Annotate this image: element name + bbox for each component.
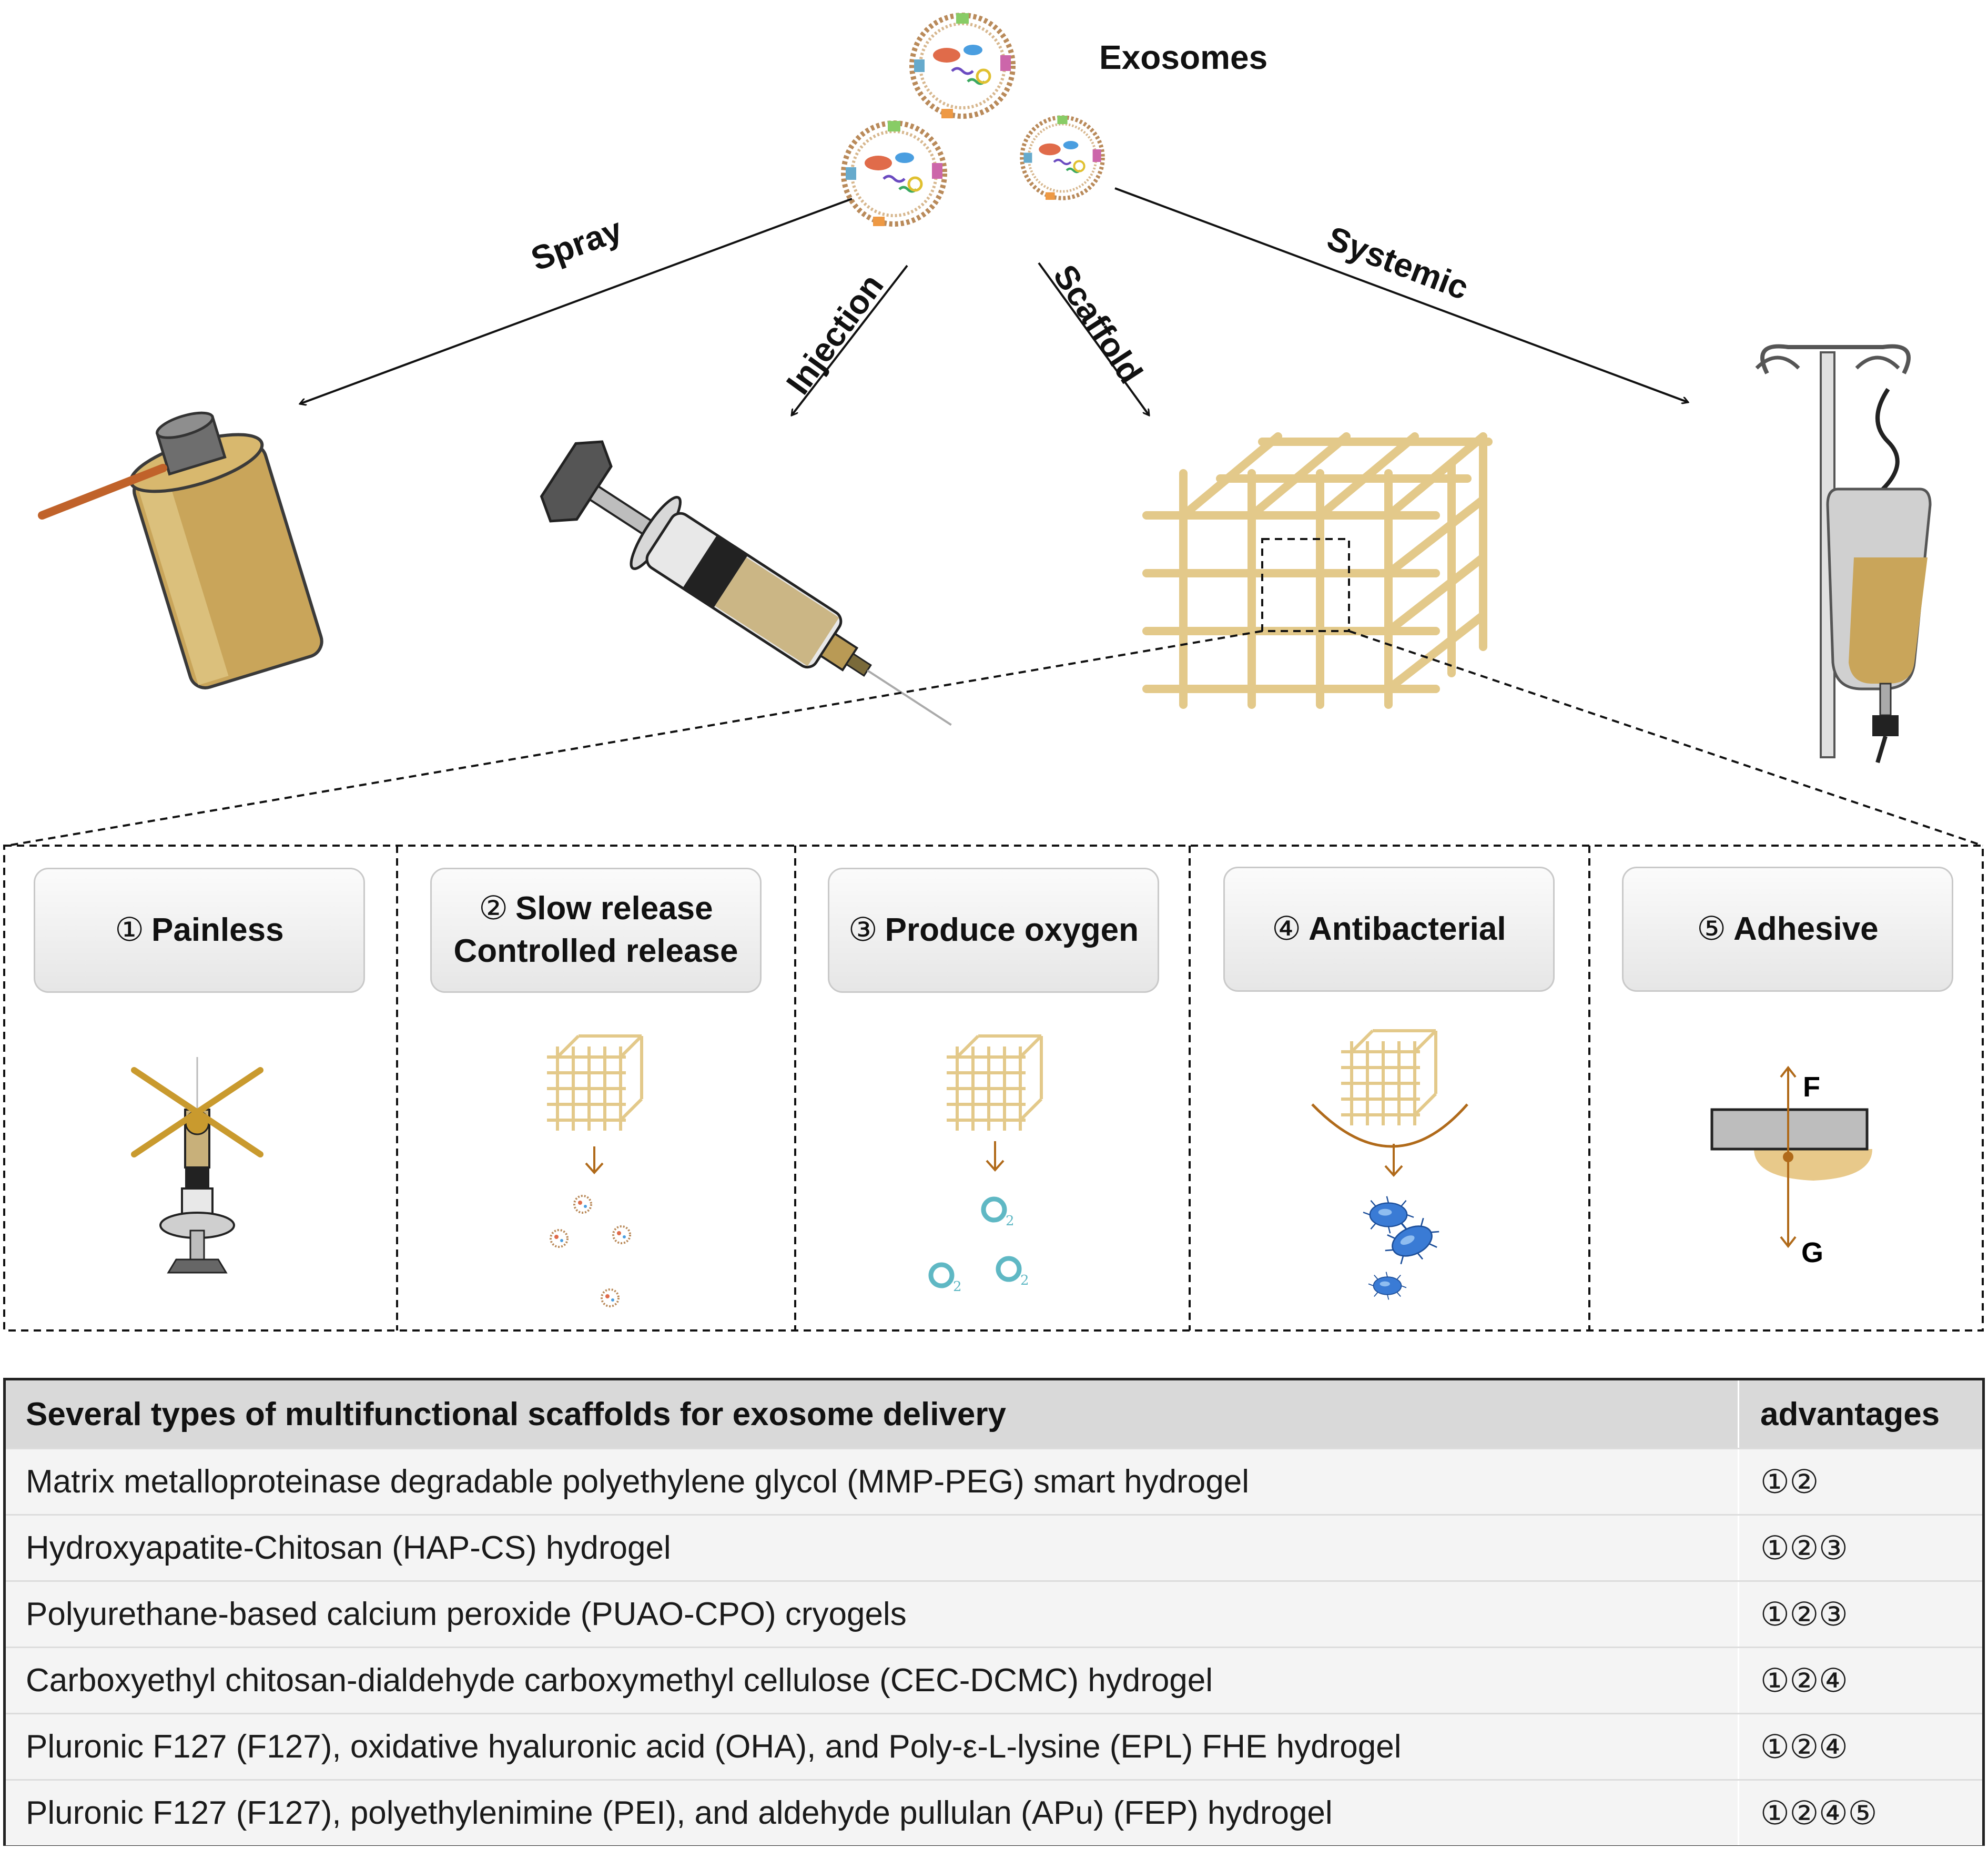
exosome-small-icon (550, 1229, 569, 1248)
exosome-small-icon (601, 1288, 620, 1307)
table-header-row: Several types of multifunctional scaffol… (6, 1380, 1982, 1448)
injection-arrow (792, 265, 908, 415)
table-header-advantages: advantages (1760, 1396, 1940, 1433)
table-cell-advantages: ①②④ (1760, 1729, 1848, 1765)
exosome-icon (1022, 116, 1103, 200)
table-cell-advantages: ①②④⑤ (1760, 1795, 1878, 1832)
scaffold-zoom-box (1261, 538, 1350, 632)
oxygen-subscript: 2 (953, 1279, 962, 1295)
advantage-number: ② (479, 890, 508, 927)
table-cell-advantages: ①②③ (1760, 1597, 1848, 1633)
table-cell-advantages: ①②③ (1760, 1530, 1848, 1567)
advantage-adhesive: ⑤ Adhesive (1622, 867, 1953, 992)
scaffold-small-icon (947, 1036, 1041, 1131)
table-cell-scaffold: Carboxyethyl chitosan-dialdehyde carboxy… (6, 1648, 1739, 1713)
adhesive-icon: F G (1710, 1065, 1872, 1268)
exosomes-title: Exosomes (1099, 38, 1268, 76)
table-row: Hydroxyapatite-Chitosan (HAP-CS) hydroge… (6, 1514, 1982, 1580)
down-arrow-icon (585, 1146, 604, 1175)
spray-arrow (300, 198, 853, 404)
oxygen-icon: 2 (981, 1196, 1015, 1229)
exosome-icon (844, 121, 945, 226)
exosome-icon (912, 13, 1013, 118)
table-header-scaffolds: Several types of multifunctional scaffol… (6, 1380, 1739, 1448)
advantage-label: Slow release (515, 890, 713, 927)
panel-frames (3, 845, 1984, 1332)
advantage-label: Antibacterial (1309, 910, 1506, 947)
advantage-produce-oxygen: ③ Produce oxygen (828, 868, 1159, 993)
advantage-label: Painless (151, 911, 284, 948)
down-arrow-icon (986, 1141, 1005, 1172)
oxygen-icon: 2 (996, 1256, 1029, 1288)
advantage-label: Adhesive (1733, 910, 1879, 947)
bacteria-icon (1368, 1271, 1407, 1301)
oxygen-subscript: 2 (1020, 1273, 1029, 1288)
scaffold-small-icon (1341, 1031, 1436, 1125)
spray-can-icon (38, 411, 323, 689)
table-cell-advantages: ①② (1760, 1464, 1819, 1500)
advantage-number: ① (115, 911, 144, 948)
scaffold-table: Several types of multifunctional scaffol… (3, 1378, 1985, 1846)
down-arrow-icon (1384, 1144, 1403, 1177)
advantage-number: ④ (1272, 910, 1302, 947)
systemic-arrow (1114, 187, 1688, 402)
advantage-label: Produce oxygen (885, 911, 1139, 948)
zoom-line-left (7, 630, 1263, 847)
exosome-small-icon (573, 1195, 592, 1214)
table-cell-scaffold: Hydroxyapatite-Chitosan (HAP-CS) hydroge… (6, 1516, 1739, 1580)
force-label-g: G (1801, 1237, 1823, 1268)
force-label-f: F (1803, 1071, 1820, 1103)
advantage-label-secondary: Controlled release (453, 933, 738, 969)
table-cell-scaffold: Pluronic F127 (F127), oxidative hyaluron… (6, 1714, 1739, 1779)
syringe-icon (540, 440, 952, 726)
table-row: Polyurethane-based calcium peroxide (PUA… (6, 1580, 1982, 1647)
painless-syringe-icon (159, 1057, 235, 1274)
scaffold-small-icon (547, 1036, 642, 1131)
oxygen-subscript: 2 (1006, 1213, 1015, 1229)
scaffold-icon (1142, 432, 1493, 709)
advantage-number: ③ (848, 911, 878, 948)
table-cell-scaffold: Polyurethane-based calcium peroxide (PUA… (6, 1582, 1739, 1647)
table-row: Carboxyethyl chitosan-dialdehyde carboxy… (6, 1647, 1982, 1713)
table-row: Pluronic F127 (F127), oxidative hyaluron… (6, 1713, 1982, 1779)
table-row: Matrix metalloproteinase degradable poly… (6, 1448, 1982, 1514)
exosome-small-icon (612, 1225, 631, 1244)
advantage-antibacterial: ④ Antibacterial (1223, 867, 1555, 992)
table-cell-advantages: ①②④ (1760, 1663, 1848, 1699)
table-row: Pluronic F127 (F127), polyethylenimine (… (6, 1779, 1982, 1845)
cross-mark-icon (131, 1067, 263, 1157)
scaffold-arrow (1038, 262, 1149, 415)
advantage-number: ⑤ (1697, 910, 1726, 947)
advantage-painless: ① Painless (34, 868, 365, 993)
iv-drip-icon (1755, 344, 1932, 764)
table-cell-scaffold: Pluronic F127 (F127), polyethylenimine (… (6, 1781, 1739, 1845)
table-cell-scaffold: Matrix metalloproteinase degradable poly… (6, 1449, 1739, 1514)
zoom-line-right (1348, 630, 1983, 847)
shield-arc (1311, 1103, 1468, 1148)
oxygen-icon: 2 (928, 1262, 962, 1295)
